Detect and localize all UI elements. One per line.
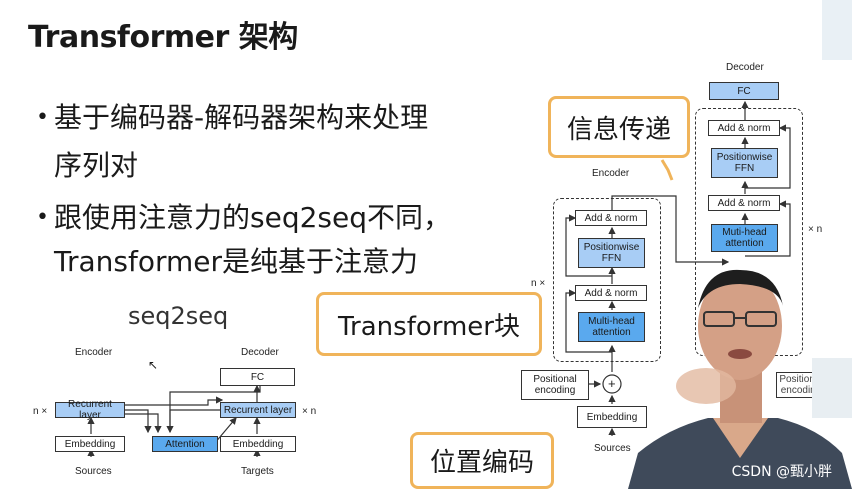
s2s-enc-embedding: Embedding	[55, 436, 125, 452]
tf-enc-attention: Multi-head attention	[578, 312, 645, 342]
bullet-2-line1: 跟使用注意力的seq2seq不同，	[54, 201, 451, 234]
tf-dec-add-norm-top: Add & norm	[708, 120, 780, 136]
tf-n-left: n ×	[531, 278, 546, 289]
s2s-fc: FC	[220, 368, 295, 386]
bullet-2: •跟使用注意力的seq2seq不同，	[36, 196, 451, 240]
tf-embedding: Embedding	[577, 406, 647, 428]
svg-text:+: +	[608, 376, 616, 391]
watermark: CSDN @甄小胖	[731, 464, 832, 480]
callout-positional-encoding: 位置编码	[410, 432, 554, 489]
presenter-side-blur	[812, 358, 852, 418]
tf-enc-add-norm-top: Add & norm	[575, 210, 647, 226]
corner-decoration	[822, 0, 852, 60]
bullet-dot: •	[36, 105, 49, 130]
bullet-1: •基于编码器-解码器架构来处理	[36, 96, 428, 140]
tf-encoder-label: Encoder	[592, 168, 630, 179]
s2s-encoder-label: Encoder	[75, 347, 113, 358]
s2s-enc-recurrent: Recurrent layer	[55, 399, 125, 421]
bullet-1-line2: 序列对	[54, 149, 139, 182]
bullet-1-line1: 基于编码器-解码器架构来处理	[54, 101, 429, 134]
tf-enc-ffn: Positionwise FFN	[578, 238, 645, 268]
tf-dec-add-norm-mid: Add & norm	[708, 195, 780, 211]
tf-dec-attention: Muti-head attention	[711, 224, 778, 252]
tf-n-right: × n	[808, 224, 823, 235]
s2s-n-left: n ×	[33, 406, 48, 417]
seq2seq-label: seq2seq	[128, 302, 229, 330]
presenter-video	[628, 269, 852, 489]
s2s-dec-recurrent: Recurrent layer	[220, 402, 296, 418]
s2s-targets: Targets	[241, 466, 274, 477]
s2s-sources: Sources	[75, 466, 112, 477]
slide-title: Transformer 架构	[28, 20, 298, 55]
bullet-dot: •	[36, 205, 49, 230]
s2s-decoder-label: Decoder	[241, 347, 279, 358]
bullet-2-line2: Transformer是纯基于注意力	[54, 245, 419, 278]
tf-dec-ffn: Positionwise FFN	[711, 148, 778, 178]
s2s-attention: Attention	[152, 436, 218, 452]
callout-info-transfer: 信息传递	[548, 96, 690, 158]
tf-encoder-block	[553, 198, 661, 362]
tf-positional-encoding: Positional encoding	[521, 370, 589, 400]
mouse-cursor-icon: ↖	[148, 358, 159, 372]
callout-transformer-block: Transformer块	[316, 292, 542, 356]
s2s-n-right: × n	[302, 406, 317, 417]
tf-sources: Sources	[594, 443, 631, 454]
tf-enc-add-norm-bottom: Add & norm	[575, 285, 647, 301]
tf-decoder-label: Decoder	[726, 62, 764, 73]
tf-fc: FC	[709, 82, 779, 100]
s2s-dec-embedding: Embedding	[220, 436, 296, 452]
